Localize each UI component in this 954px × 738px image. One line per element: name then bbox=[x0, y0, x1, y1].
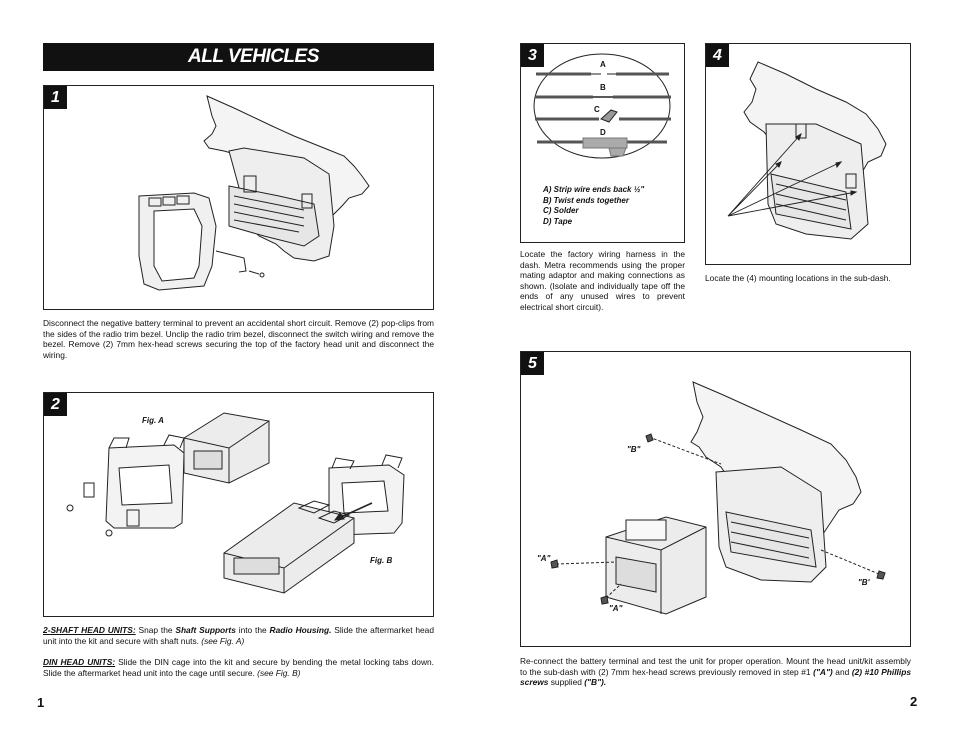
step-5-text: Re-connect the battery terminal and test… bbox=[520, 656, 911, 688]
page-number-right: 2 bbox=[910, 694, 918, 709]
text-run: and bbox=[832, 666, 852, 677]
step-5-panel: 5 "B" "A" "A" "B' bbox=[520, 351, 911, 647]
text-run: Re-connect the battery terminal and test… bbox=[520, 656, 911, 677]
fig-b-label: Fig. B bbox=[370, 556, 393, 565]
step-2-text-shaft: 2-SHAFT HEAD UNITS: Snap the Shaft Suppo… bbox=[43, 625, 434, 646]
legend-item: D) Tape bbox=[543, 216, 573, 226]
step-number: 4 bbox=[706, 44, 729, 67]
step-2-text-din: DIN HEAD UNITS: Slide the DIN cage into … bbox=[43, 657, 434, 678]
step-number: 1 bbox=[44, 86, 67, 109]
legend-item: C) Solder bbox=[543, 206, 579, 215]
shaft-heading: 2-SHAFT HEAD UNITS: bbox=[43, 625, 136, 635]
radio-housing-term: Radio Housing. bbox=[269, 625, 332, 635]
dash-bezel-removal-illustration bbox=[138, 95, 370, 291]
final-install-illustration bbox=[550, 381, 886, 615]
kit-assembly-illustration bbox=[66, 412, 405, 594]
fig-b-reference: (see Fig. B) bbox=[257, 667, 301, 678]
wire-label-a: A bbox=[600, 60, 606, 69]
phillips-screws-term: (2) #10 Phillips screws bbox=[520, 666, 911, 688]
legend-item: A) Strip wire ends back ½" bbox=[543, 185, 645, 194]
callout-a-ref: ("A") bbox=[813, 666, 833, 677]
text-run: into the bbox=[235, 625, 270, 635]
callout-b-right: "B' bbox=[858, 578, 870, 587]
page-number-left: 1 bbox=[37, 695, 45, 710]
text-run: Snap the bbox=[135, 625, 176, 635]
wire-connection-diagram bbox=[533, 53, 671, 159]
text-run: supplied bbox=[548, 677, 585, 688]
callout-b-top: "B" bbox=[627, 445, 641, 454]
page-title: ALL VEHICLES bbox=[43, 43, 434, 71]
wire-label-b: B bbox=[600, 83, 606, 92]
step-3-text: Locate the factory wiring harness in the… bbox=[520, 249, 685, 312]
step-number: 2 bbox=[44, 393, 67, 416]
step-4-panel: 4 bbox=[705, 43, 911, 265]
wire-label-c: C bbox=[594, 105, 600, 114]
fig-a-reference: (see Fig. A) bbox=[201, 635, 245, 646]
step-number: 3 bbox=[521, 44, 544, 67]
shaft-supports-term: Shaft Supports bbox=[175, 625, 236, 635]
step-2-panel: 2 Fig. A Fig. B bbox=[43, 392, 434, 617]
step-4-text: Locate the (4) mounting locations in the… bbox=[705, 273, 891, 283]
wire-legend: A) Strip wire ends back ½" B) Twist ends… bbox=[543, 185, 644, 227]
step-number: 5 bbox=[521, 352, 544, 375]
step-1-text: Disconnect the negative battery terminal… bbox=[43, 318, 434, 360]
din-heading: DIN HEAD UNITS: bbox=[43, 657, 116, 667]
sub-dash-mounting-illustration bbox=[727, 61, 887, 240]
text-run: Slide the DIN cage into the kit and secu… bbox=[43, 657, 434, 678]
callout-a-left: "A" bbox=[537, 554, 551, 563]
legend-item: B) Twist ends together bbox=[543, 195, 629, 205]
fig-a-label: Fig. A bbox=[142, 416, 164, 425]
text-run: Slide the aftermarket head unit into the… bbox=[43, 625, 434, 646]
step-3-panel: 3 A B C D A) Strip wire ends back ½" B) … bbox=[520, 43, 685, 243]
wire-label-d: D bbox=[600, 128, 606, 137]
callout-a-bottom: "A" bbox=[609, 604, 623, 613]
callout-b-ref: ("B"). bbox=[584, 677, 607, 688]
step-1-panel: 1 bbox=[43, 85, 434, 310]
